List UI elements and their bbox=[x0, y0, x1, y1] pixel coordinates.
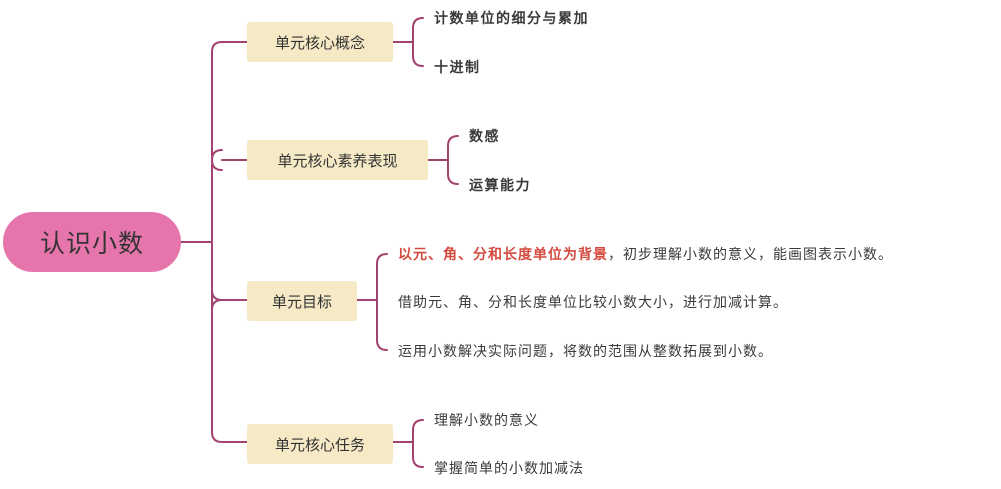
branch3-bracket bbox=[356, 253, 388, 351]
root-topic: 认识小数 bbox=[3, 212, 181, 272]
branch4-bracket bbox=[392, 419, 424, 468]
goal-1-highlight: 以元、角、分和长度单位为背景 bbox=[398, 247, 608, 263]
main-trunk bbox=[211, 41, 223, 443]
leaf-literacy-1: 数感 bbox=[469, 129, 500, 145]
leaf-concept-1: 计数单位的细分与累加 bbox=[434, 11, 589, 27]
branch1-bracket bbox=[392, 17, 424, 67]
leaf-goal-2: 借助元、角、分和长度单位比较小数大小，进行加减计算。 bbox=[398, 295, 788, 311]
branch-core-tasks: 单元核心任务 bbox=[247, 424, 393, 464]
leaf-task-1: 理解小数的意义 bbox=[434, 413, 539, 429]
leaf-concept-2: 十进制 bbox=[434, 60, 481, 76]
leaf-goal-1: 以元、角、分和长度单位为背景，初步理解小数的意义，能画图表示小数。 bbox=[398, 244, 893, 264]
branch-core-concept: 单元核心概念 bbox=[247, 22, 393, 62]
leaf-literacy-2: 运算能力 bbox=[469, 178, 531, 194]
branch-core-literacy: 单元核心素养表现 bbox=[247, 140, 428, 180]
leaf-task-2: 掌握简单的小数加减法 bbox=[434, 461, 584, 477]
branch2-bracket bbox=[427, 135, 459, 185]
goal-1-text: ，初步理解小数的意义，能画图表示小数。 bbox=[608, 247, 893, 263]
branch-unit-goals: 单元目标 bbox=[247, 281, 357, 321]
leaf-goal-3: 运用小数解决实际问题，将数的范围从整数拓展到小数。 bbox=[398, 344, 773, 360]
